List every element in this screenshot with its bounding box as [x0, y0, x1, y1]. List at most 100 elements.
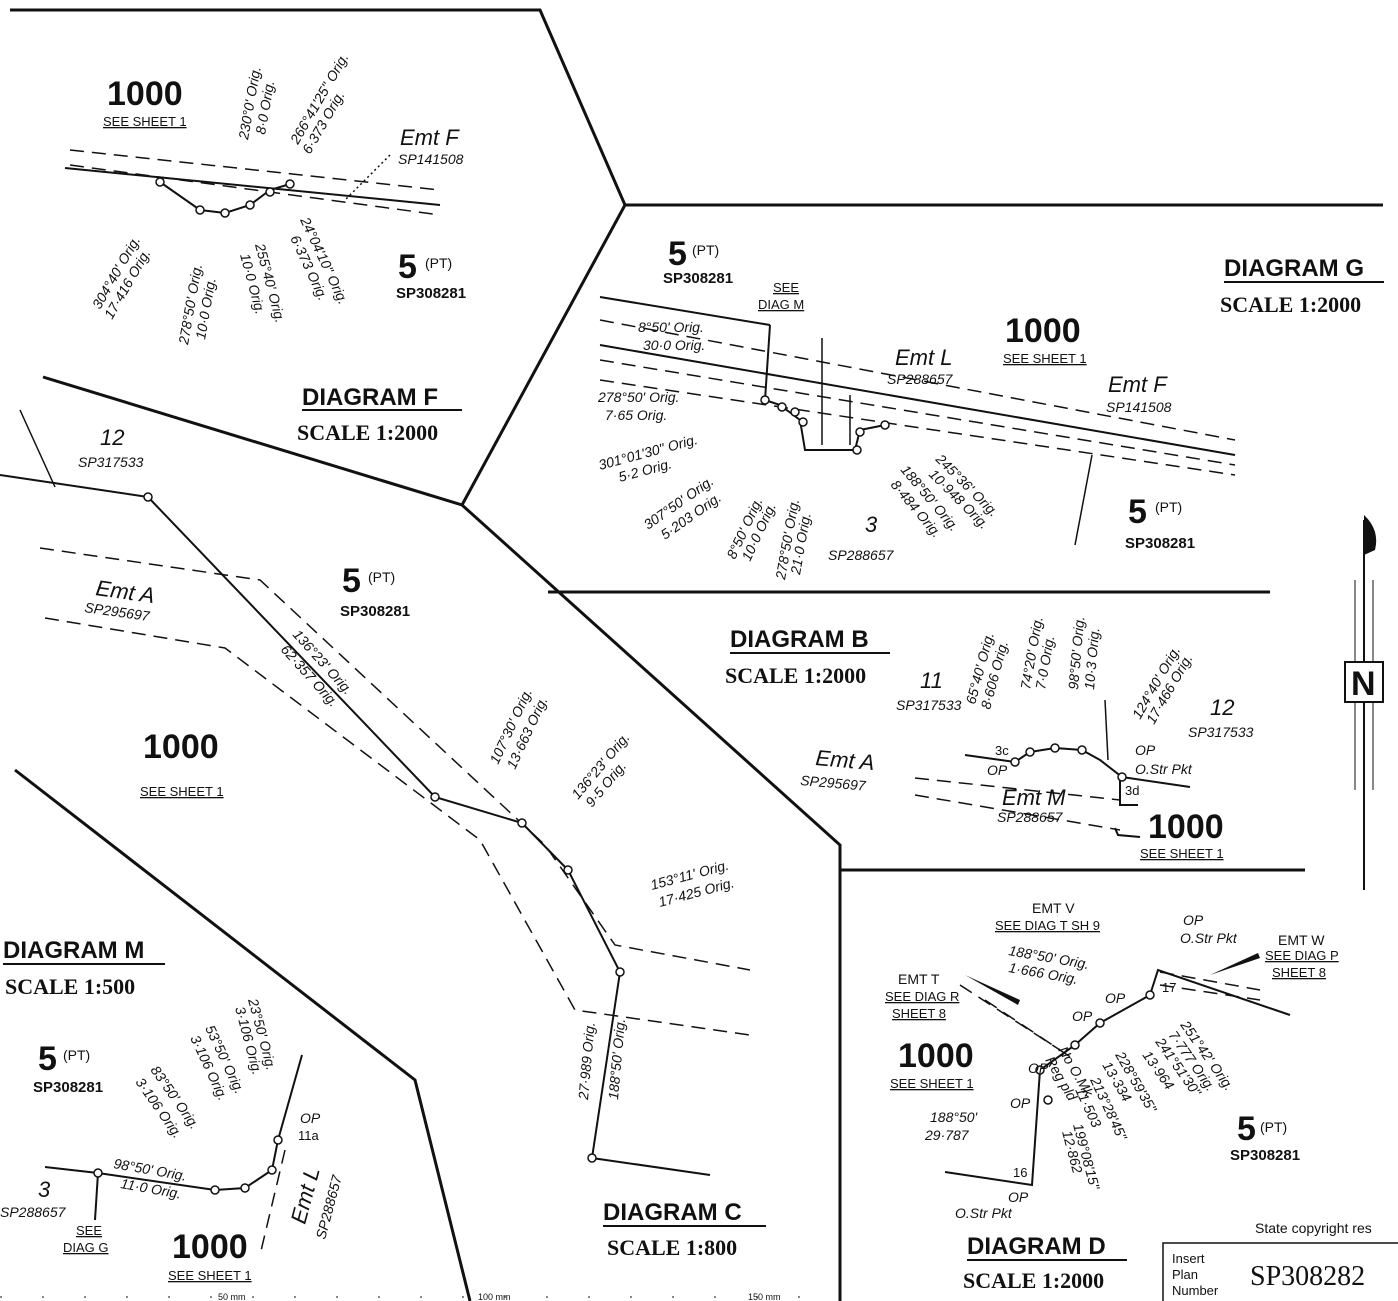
diagram-f-lot-5-suffix: (PT) — [425, 255, 452, 271]
diagram-g-text: 5 (PT) SP308281 SEE DIAG M DIAGRAM G SCA… — [597, 235, 1384, 582]
diagram-c-lot-5: 5 — [342, 562, 361, 600]
diagram-f-lot-1000: 1000 — [107, 75, 183, 113]
diagram-d-ostr1: O.Str Pkt — [1180, 930, 1238, 946]
diagram-d-see-sheet: SEE SHEET 1 — [890, 1076, 974, 1091]
insert-label-2: Plan — [1172, 1267, 1198, 1282]
diagram-b-lines — [914, 699, 1191, 838]
footer-graphics — [0, 1242, 1398, 1301]
g-label-0: 8°50' Orig. — [638, 319, 704, 335]
diagram-m-title: DIAGRAM M — [3, 937, 144, 964]
diagram-g-lot-3: 3 — [865, 512, 878, 537]
ruler-50: 50 mm — [218, 1292, 246, 1301]
diagram-d-ostr2: O.Str Pkt — [955, 1205, 1013, 1221]
diagram-c-lot-1000: 1000 — [143, 728, 219, 766]
diagram-m-lot-1000: 1000 — [172, 1228, 248, 1266]
diagram-d-17: 17 — [1162, 980, 1176, 995]
diagram-b-see-sheet: SEE SHEET 1 — [1140, 846, 1224, 861]
diagram-b-emt-a: Emt A — [815, 745, 876, 775]
diagram-b-title: DIAGRAM B — [730, 626, 869, 653]
diagram-m-lot-3: 3 — [38, 1177, 51, 1202]
diagram-b-scale: SCALE 1:2000 — [725, 663, 866, 688]
diagram-g-lot-5-suffix: (PT) — [692, 242, 719, 258]
diagram-d-emt-t: EMT T — [898, 971, 940, 987]
diagram-f-lines — [64, 149, 441, 218]
diagram-d-emt-t-ref: SEE DIAG R — [885, 989, 959, 1004]
diagram-d-scale: SCALE 1:2000 — [963, 1268, 1104, 1293]
diagram-g-lot-5b-sp: SP308281 — [1125, 535, 1195, 552]
diagram-b-emt-a-sp: SP295697 — [800, 772, 868, 794]
diagram-g-scale: SCALE 1:2000 — [1220, 292, 1361, 317]
diagram-g-lot-5b: 5 — [1128, 493, 1147, 531]
g-label-1: 30·0 Orig. — [643, 337, 705, 353]
diagram-d-16: 16 — [1013, 1165, 1027, 1180]
insert-label-3: Number — [1172, 1283, 1219, 1298]
diagram-m-11a: 11a — [298, 1128, 319, 1143]
diagram-g-title: DIAGRAM G — [1224, 255, 1364, 282]
diagram-f-scale: SCALE 1:2000 — [297, 420, 438, 445]
diagram-f-see-sheet: SEE SHEET 1 — [103, 114, 187, 129]
diagram-d-title: DIAGRAM D — [967, 1233, 1106, 1260]
diagram-m-lines — [44, 1054, 303, 1256]
diagram-m-see: SEE — [76, 1223, 102, 1238]
diagram-c-lot-12-sp: SP317533 — [78, 454, 144, 470]
g-label-3: 7·65 Orig. — [605, 407, 667, 423]
diagram-g-see: SEE — [773, 280, 799, 295]
g-label-2: 278°50' Orig. — [597, 389, 679, 405]
d-label-12: 188°50' — [930, 1109, 979, 1125]
diagram-m-lot-3-sp: SP288657 — [0, 1204, 67, 1220]
diagram-b-op2: OP — [1135, 742, 1156, 758]
b-label-4: 98°50' Orig. — [1065, 615, 1087, 690]
diagram-b-ostr: O.Str Pkt — [1135, 761, 1193, 777]
diagram-f-title: DIAGRAM F — [302, 384, 438, 411]
diagram-d-op4: OP — [1028, 1060, 1049, 1076]
diagram-m-see-sheet: SEE SHEET 1 — [168, 1268, 252, 1283]
diagram-d-emt-w-ref: SEE DIAG P — [1265, 948, 1339, 963]
c-label-9: 188°50' Orig. — [605, 1018, 628, 1101]
diagram-g-lines — [599, 296, 1236, 546]
diagram-g-diag-m: DIAG M — [758, 297, 804, 312]
diagram-d-op2: OP — [1008, 1189, 1029, 1205]
diagram-b-op1: OP — [987, 762, 1008, 778]
diagram-c-scale: SCALE 1:800 — [607, 1235, 737, 1260]
insert-label-1: Insert — [1172, 1251, 1205, 1266]
diagram-borders — [10, 8, 1383, 1301]
d-label-13: 29·787 — [924, 1127, 970, 1143]
diagram-d-op1: OP — [1183, 912, 1204, 928]
diagram-b-3d: 3d — [1125, 783, 1139, 798]
diagram-d-op6: OP — [1105, 990, 1126, 1006]
diagram-c-lines — [0, 409, 751, 1176]
diagram-m-diag-g: DIAG G — [63, 1240, 109, 1255]
diagram-d-emt-v-ref: SEE DIAG T SH 9 — [995, 918, 1100, 933]
diagram-g-emt-l-sp: SP288657 — [887, 371, 954, 387]
diagram-g-lot-3-sp: SP288657 — [828, 547, 895, 563]
diagram-b-text: DIAGRAM B SCALE 1:2000 11 SP317533 12 SP… — [725, 615, 1254, 861]
diagram-d-lot-5-sp: SP308281 — [1230, 1147, 1300, 1164]
diagram-b-lot-11-sp: SP317533 — [896, 697, 962, 713]
diagram-b-lot-11: 11 — [920, 668, 943, 693]
diagram-d-lot-5-suffix: (PT) — [1260, 1119, 1287, 1135]
b-label-5: 10·3 Orig. — [1081, 627, 1102, 690]
ruler-100: 100 mm — [478, 1292, 511, 1301]
diagram-g-emt-f: Emt F — [1108, 372, 1168, 397]
diagram-m-op: OP — [300, 1110, 321, 1126]
diagram-b-3c: 3c — [995, 743, 1009, 758]
diagram-g-lot-1000: 1000 — [1005, 312, 1081, 350]
diagram-m-lot-5-suffix: (PT) — [63, 1047, 90, 1063]
diagram-b-lot-1000: 1000 — [1148, 808, 1224, 846]
diagram-d-op5: OP — [1072, 1008, 1093, 1024]
c-label-8: 27·989 Orig. — [575, 1021, 598, 1101]
diagram-c-title: DIAGRAM C — [603, 1199, 742, 1226]
diagram-m-scale: SCALE 1:500 — [5, 974, 135, 999]
diagram-c-lot-12: 12 — [100, 425, 124, 450]
diagram-d-emt-w: EMT W — [1278, 932, 1325, 948]
diagram-d-lot-1000: 1000 — [898, 1037, 974, 1075]
diagram-g-see-sheet: SEE SHEET 1 — [1003, 351, 1087, 366]
diagram-b-emt-m-sp: SP288657 — [997, 809, 1064, 825]
diagram-f-emt: Emt F — [400, 125, 460, 150]
diagram-f-lot-5-sp: SP308281 — [396, 285, 466, 302]
north-letter: N — [1351, 665, 1376, 703]
diagram-g-lot-5-sp: SP308281 — [663, 270, 733, 287]
diagram-f-text: 1000 SEE SHEET 1 Emt F SP141508 5 (PT) S… — [89, 50, 466, 445]
